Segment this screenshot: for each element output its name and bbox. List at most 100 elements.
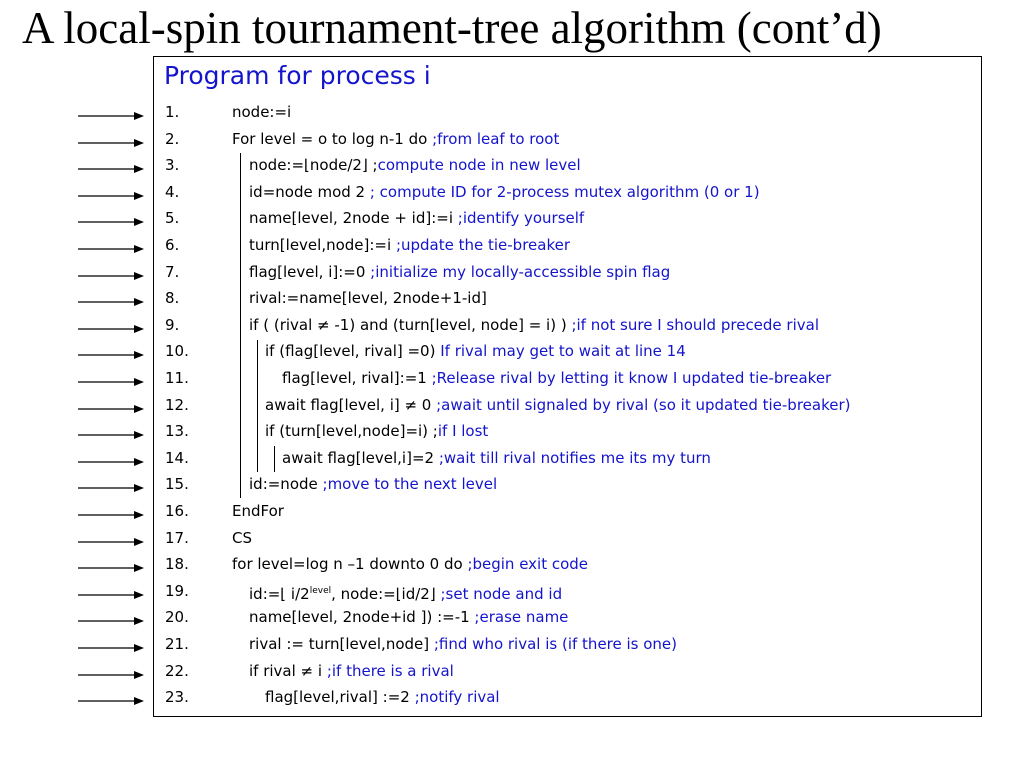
code-statement: await flag[level, i] ≠ 0 <box>265 395 437 414</box>
arrow-right-icon <box>78 112 144 120</box>
line-number: 15. <box>165 475 189 494</box>
code-comment: if I lost <box>437 422 489 441</box>
code-text: CS <box>232 525 252 551</box>
line-number: 4. <box>165 182 180 201</box>
code-text: id=node mod 2 ; compute ID for 2-process… <box>249 179 760 205</box>
line-number: 5. <box>165 209 180 228</box>
code-line: 16. EndFor <box>0 498 1024 525</box>
line-number: 19. <box>165 581 189 600</box>
code-statement: await flag[level,i]=2 <box>282 448 439 467</box>
arrow-right-icon <box>78 404 144 413</box>
code-line: 15. id:=node ;move to the next level <box>0 471 1024 498</box>
code-line: 6. turn[level,node]:=i ;update the tie-br… <box>0 232 1024 259</box>
line-number: 10. <box>165 342 189 361</box>
code-text-pre: id:=⌊ i/2 <box>249 584 310 603</box>
arrow-right-icon <box>78 351 144 360</box>
code-comment: ;update the tie-breaker <box>395 236 571 254</box>
line-number: 16. <box>165 502 189 520</box>
arrow-right-icon <box>78 138 144 147</box>
program-header: Program for process i <box>164 61 431 90</box>
arrow-right-icon <box>78 165 144 174</box>
code-text: EndFor <box>232 498 284 524</box>
code-comment: ;Release rival by letting it know I upda… <box>431 369 832 387</box>
code-statement: if ( (rival ≠ -1) and (turn[level, node]… <box>249 315 572 334</box>
code-statement: node:=⌊node/2⌋ ; <box>249 156 378 175</box>
code-text: if (turn[level,node]=i) ;if I lost <box>265 418 488 444</box>
code-comment: ;set node and id <box>440 584 563 603</box>
code-statement: flag[level,rival] :=2 <box>265 688 415 707</box>
code-text: rival := turn[level,node] ;find who riva… <box>249 631 677 657</box>
code-comment: ;await until signaled by rival (so it up… <box>436 395 851 414</box>
code-line: 10. if (flag[level, rival] =0) If rival m… <box>0 338 1024 365</box>
code-statement: flag[level, rival]:=1 <box>282 369 432 387</box>
code-text: name[level, 2node+id ]) :=-1 ;erase name <box>249 604 568 630</box>
code-statement: rival:=name[level, 2node+1-id] <box>249 289 487 308</box>
code-text: await flag[level,i]=2 ;wait till rival n… <box>282 445 711 471</box>
code-text: id:=node ;move to the next level <box>249 471 497 497</box>
code-line: 14. await flag[level,i]=2 ;wait till riva… <box>0 445 1024 472</box>
code-line: 19. id:=⌊ i/2level, node:=⌊id/2⌋ ;set nod… <box>0 578 1024 605</box>
arrow-right-icon <box>78 670 144 679</box>
code-text: flag[level,rival] :=2 ;notify rival <box>265 684 500 710</box>
code-line: 2.For level = o to log n-1 do ;from leaf… <box>0 126 1024 153</box>
code-text: For level = o to log n-1 do ;from leaf t… <box>232 126 559 152</box>
code-statement: For level = o to log n-1 do <box>232 129 433 148</box>
code-text: node:=i <box>232 99 291 125</box>
arrow-right-icon <box>78 218 144 227</box>
code-comment: ;find who rival is (if there is one) <box>433 635 678 653</box>
code-comment: ;erase name <box>474 608 569 627</box>
code-statement: id=node mod 2 <box>249 182 370 201</box>
code-line: 22.if rival ≠ i ;if there is a rival <box>0 658 1024 685</box>
code-statement: node:=i <box>232 103 292 121</box>
arrow-right-icon <box>78 324 144 333</box>
code-line: 7.flag[level, i]:=0 ;initialize my local… <box>0 259 1024 286</box>
code-line: 23. flag[level,rival] :=2 ;notify rival <box>0 684 1024 711</box>
code-text: if (flag[level, rival] =0) If rival may … <box>265 338 686 364</box>
code-comment: ;if there is a rival <box>326 661 454 680</box>
arrow-right-icon <box>78 191 144 200</box>
arrow-right-icon <box>78 644 144 652</box>
code-comment: ;if not sure I should precede rival <box>571 315 820 334</box>
code-text: name[level, 2node + id]:=i ;identify you… <box>249 205 584 231</box>
arrow-right-icon <box>78 271 144 280</box>
code-statement: EndFor <box>232 502 284 520</box>
line-number: 14. <box>165 448 189 467</box>
arrow-right-icon <box>78 431 144 440</box>
code-text: if rival ≠ i ;if there is a rival <box>249 658 454 684</box>
code-line: 1.node:=i <box>0 99 1024 126</box>
arrow-right-icon <box>78 298 144 307</box>
code-line: 8.rival:=name[level, 2node+1-id] <box>0 285 1024 312</box>
code-box <box>153 56 982 717</box>
code-text: await flag[level, i] ≠ 0 ;await until si… <box>265 392 850 418</box>
arrow-right-icon <box>78 378 144 386</box>
code-statement: , node:=⌊id/2⌋ <box>331 584 441 603</box>
line-number: 18. <box>165 555 189 574</box>
slide-title: A local-spin tournament-tree algorithm (… <box>22 3 882 53</box>
code-line: 21.rival := turn[level,node] ;find who r… <box>0 631 1024 658</box>
code-statement: name[level, 2node+id ]) :=-1 <box>249 608 475 627</box>
code-statement: CS <box>232 528 252 547</box>
arrow-right-icon <box>78 617 144 626</box>
code-text: id:=⌊ i/2level, node:=⌊id/2⌋ ;set node a… <box>249 578 562 607</box>
line-number: 7. <box>165 262 180 281</box>
code-line: 5. name[level, 2node + id]:=i ;identify y… <box>0 205 1024 232</box>
code-comment: ;initialize my locally-accessible spin f… <box>370 262 671 281</box>
line-number: 13. <box>165 422 189 441</box>
code-line: 13. if (turn[level,node]=i) ;if I lost <box>0 418 1024 445</box>
line-number: 20. <box>165 608 189 627</box>
line-number: 23. <box>165 688 189 707</box>
code-text: flag[level, rival]:=1 ;Release rival by … <box>282 365 831 391</box>
code-statement: turn[level,node]:=i <box>249 236 396 254</box>
line-number: 9. <box>165 315 180 334</box>
arrow-right-icon <box>78 484 144 493</box>
line-number: 6. <box>165 236 180 254</box>
nesting-bar-inner-if <box>274 446 275 472</box>
code-line: 12. await flag[level, i] ≠ 0 ;await until… <box>0 392 1024 419</box>
code-comment: compute node in new level <box>377 156 581 175</box>
line-number: 12. <box>165 395 189 414</box>
line-number: 3. <box>165 156 180 175</box>
code-line: 4. id=node mod 2 ; compute ID for 2-proce… <box>0 179 1024 206</box>
code-statement: if (turn[level,node]=i) ; <box>265 422 438 441</box>
line-number: 17. <box>165 528 189 547</box>
code-statement: rival := turn[level,node] <box>249 635 434 653</box>
